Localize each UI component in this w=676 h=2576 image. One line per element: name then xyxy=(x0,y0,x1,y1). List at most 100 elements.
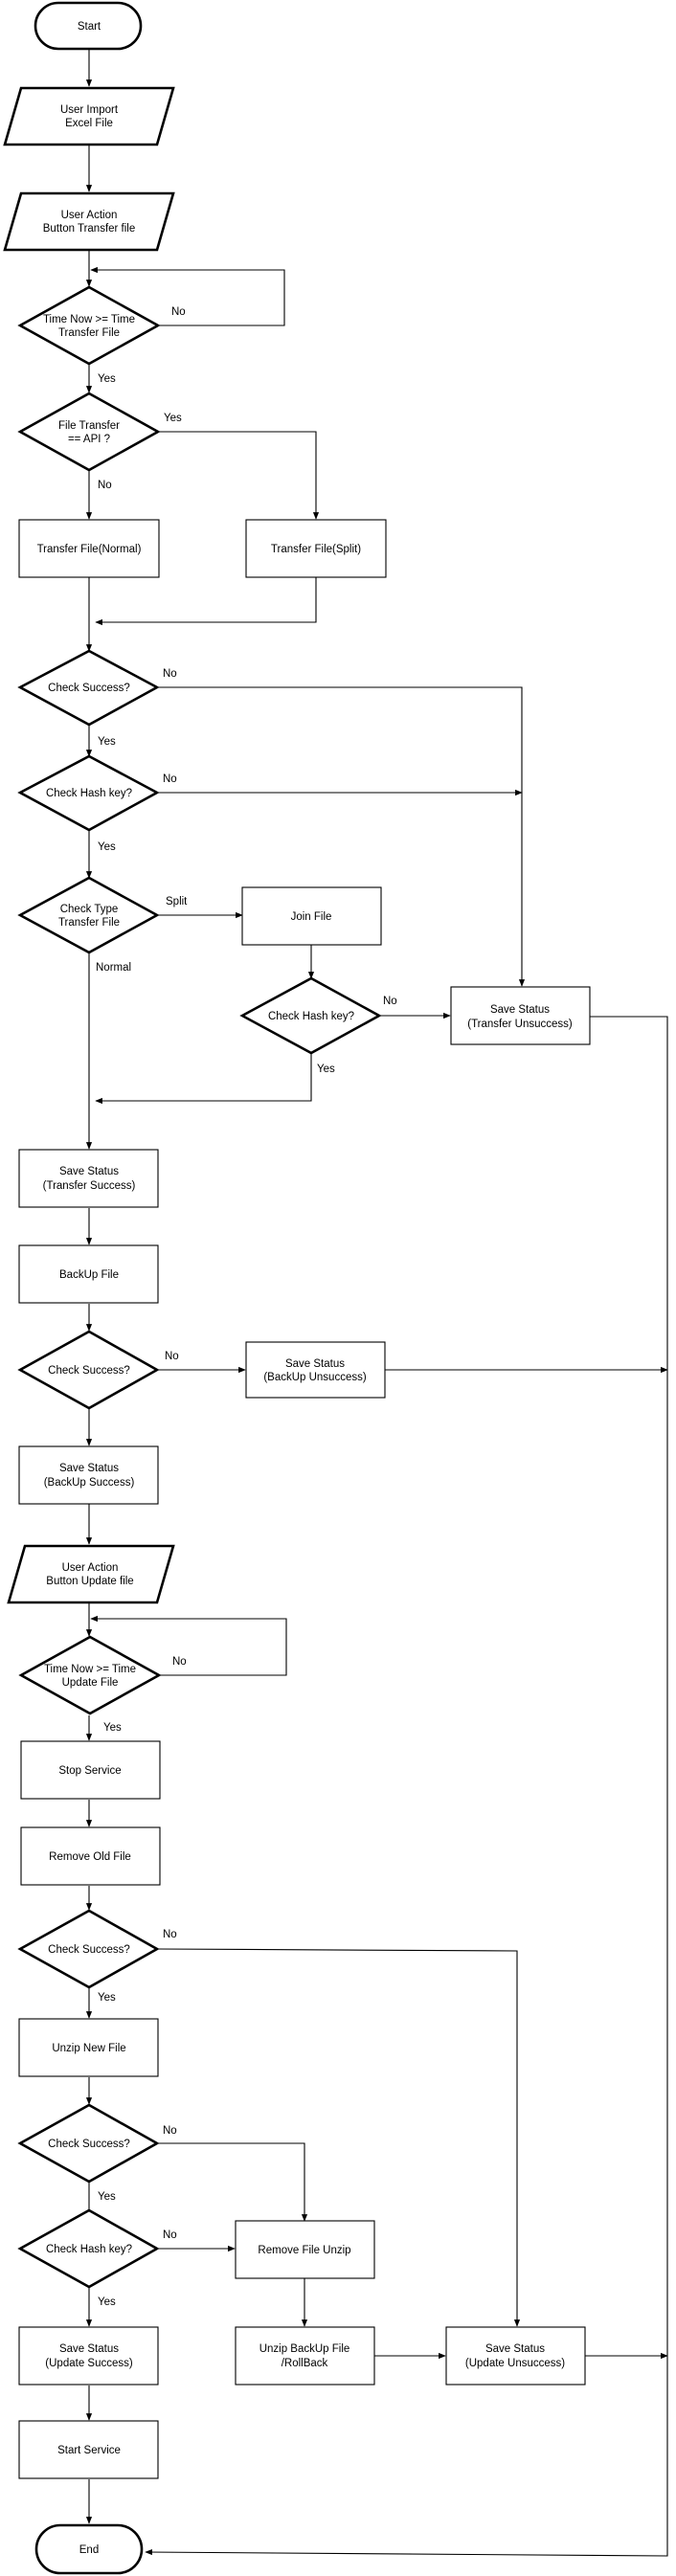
save-transfer-unsuccess-line2: (Transfer Unsuccess) xyxy=(467,1019,573,1030)
save-update-success-line1: Save Status xyxy=(59,2343,119,2355)
check-success-4-label: Check Success? xyxy=(48,2139,130,2150)
label-split: Split xyxy=(166,896,188,907)
edge-hash2-merge xyxy=(95,1053,312,1105)
check-success-2-decision: Check Success? xyxy=(17,1330,160,1410)
check-type-line2: Transfer File xyxy=(58,917,120,929)
check-hash-3-label: Check Hash key? xyxy=(46,2244,132,2255)
transfer-split-label: Transfer File(Split) xyxy=(271,544,361,555)
action-transfer-line1: User Action xyxy=(61,210,118,221)
time-check-2-decision: Time Now >= Time Update File xyxy=(18,1635,162,1715)
join-file-process: Join File xyxy=(241,886,382,946)
label-no: No xyxy=(163,1929,177,1940)
save-backup-unsuccess-line2: (BackUp Unsuccess) xyxy=(263,1372,367,1383)
action-update-line2: Button Update file xyxy=(46,1576,133,1587)
save-transfer-unsuccess-process: Save Status (Transfer Unsuccess) xyxy=(450,986,591,1045)
stop-service-label: Stop Service xyxy=(58,1765,121,1777)
check-success-2-label: Check Success? xyxy=(48,1365,130,1377)
save-backup-unsuccess-process: Save Status (BackUp Unsuccess) xyxy=(245,1341,386,1399)
time-check-1-line1: Time Now >= Time xyxy=(43,314,135,325)
start-terminator: Start xyxy=(34,1,143,51)
label-yes: Yes xyxy=(98,1992,116,2004)
remove-unzip-process: Remove File Unzip xyxy=(235,2220,375,2279)
action-update-line1: User Action xyxy=(62,1562,119,1574)
remove-old-process: Remove Old File xyxy=(20,1826,161,1886)
label-no: No xyxy=(171,306,186,318)
save-transfer-success-process: Save Status (Transfer Success) xyxy=(18,1149,159,1208)
save-update-success-line2: (Update Success) xyxy=(45,2358,133,2369)
action-transfer-input: User Action Button Transfer file xyxy=(3,191,175,252)
label-no: No xyxy=(163,2125,177,2137)
unzip-backup-process: Unzip BackUp File /RollBack xyxy=(235,2326,375,2386)
unzip-new-label: Unzip New File xyxy=(52,2043,125,2054)
save-transfer-success-line2: (Transfer Success) xyxy=(43,1180,136,1192)
import-excel-line2: Excel File xyxy=(65,118,113,129)
label-yes: Yes xyxy=(103,1722,122,1734)
check-hash-3-decision: Check Hash key? xyxy=(17,2208,160,2289)
label-yes: Yes xyxy=(164,413,182,424)
edge-timecheck1-loop xyxy=(90,266,285,326)
check-type-decision: Check Type Transfer File xyxy=(17,876,160,954)
label-no: No xyxy=(163,773,177,785)
transfer-split-process: Transfer File(Split) xyxy=(245,519,387,578)
remove-unzip-label: Remove File Unzip xyxy=(258,2245,350,2256)
edge-check4-removeunzip xyxy=(157,2142,308,2222)
edge-timecheck2-loop xyxy=(90,1615,287,1676)
unzip-new-process: Unzip New File xyxy=(18,2018,159,2077)
check-hash-2-decision: Check Hash key? xyxy=(239,976,382,1055)
save-backup-success-line2: (BackUp Success) xyxy=(44,1477,135,1489)
save-transfer-unsuccess-line1: Save Status xyxy=(490,1004,550,1016)
import-excel-input: User Import Excel File xyxy=(3,86,175,146)
edge-split-merge xyxy=(95,577,317,626)
end-label: End xyxy=(79,2544,99,2556)
check-hash-1-decision: Check Hash key? xyxy=(17,754,160,832)
label-yes: Yes xyxy=(98,841,116,853)
check-success-1-decision: Check Success? xyxy=(17,649,160,727)
label-yes: Yes xyxy=(98,2296,116,2308)
action-transfer-line2: Button Transfer file xyxy=(43,223,136,235)
check-success-3-label: Check Success? xyxy=(48,1944,130,1956)
save-backup-success-process: Save Status (BackUp Success) xyxy=(18,1445,159,1505)
label-normal: Normal xyxy=(96,962,131,974)
api-check-line1: File Transfer xyxy=(58,420,120,432)
save-update-success-process: Save Status (Update Success) xyxy=(18,2326,159,2386)
label-no: No xyxy=(98,480,112,491)
unzip-backup-line1: Unzip BackUp File xyxy=(259,2343,350,2355)
start-service-process: Start Service xyxy=(18,2420,159,2479)
api-check-decision: File Transfer == API ? xyxy=(17,392,161,472)
label-no: No xyxy=(165,1351,179,1362)
backup-file-label: BackUp File xyxy=(59,1269,119,1281)
label-no: No xyxy=(163,2229,177,2241)
check-hash-2-label: Check Hash key? xyxy=(268,1011,354,1022)
transfer-normal-label: Transfer File(Normal) xyxy=(37,544,142,555)
label-yes: Yes xyxy=(98,373,116,385)
check-hash-1-label: Check Hash key? xyxy=(46,788,132,799)
label-yes: Yes xyxy=(98,2191,116,2203)
edge-check3-updateunsuccess xyxy=(156,1948,521,2327)
time-check-1-line2: Transfer File xyxy=(58,327,120,339)
save-backup-unsuccess-line1: Save Status xyxy=(285,1358,345,1370)
label-no: No xyxy=(163,668,177,680)
check-type-line1: Check Type xyxy=(60,904,119,915)
label-yes: Yes xyxy=(98,736,116,748)
stop-service-process: Stop Service xyxy=(20,1740,161,1800)
remove-old-label: Remove Old File xyxy=(49,1851,131,1863)
join-file-label: Join File xyxy=(291,911,332,923)
edges xyxy=(85,50,668,2557)
label-yes: Yes xyxy=(317,1064,335,1075)
edge-check1-unsuccess xyxy=(157,686,526,987)
time-check-2-line1: Time Now >= Time xyxy=(44,1664,136,1675)
save-update-unsuccess-process: Save Status (Update Unsuccess) xyxy=(445,2326,586,2386)
nodes: Start User Import Excel File User Action… xyxy=(3,1,591,2575)
save-update-unsuccess-line2: (Update Unsuccess) xyxy=(465,2358,565,2369)
backup-file-process: BackUp File xyxy=(18,1244,159,1304)
save-backup-success-line1: Save Status xyxy=(59,1463,119,1474)
label-no: No xyxy=(383,996,397,1007)
edge-api-split xyxy=(158,431,320,520)
start-service-label: Start Service xyxy=(57,2445,121,2456)
time-check-1-decision: Time Now >= Time Transfer File xyxy=(17,285,161,366)
save-update-unsuccess-line1: Save Status xyxy=(485,2343,545,2355)
import-excel-line1: User Import xyxy=(60,104,119,116)
transfer-normal-process: Transfer File(Normal) xyxy=(18,519,160,578)
check-success-3-decision: Check Success? xyxy=(17,1909,160,1989)
